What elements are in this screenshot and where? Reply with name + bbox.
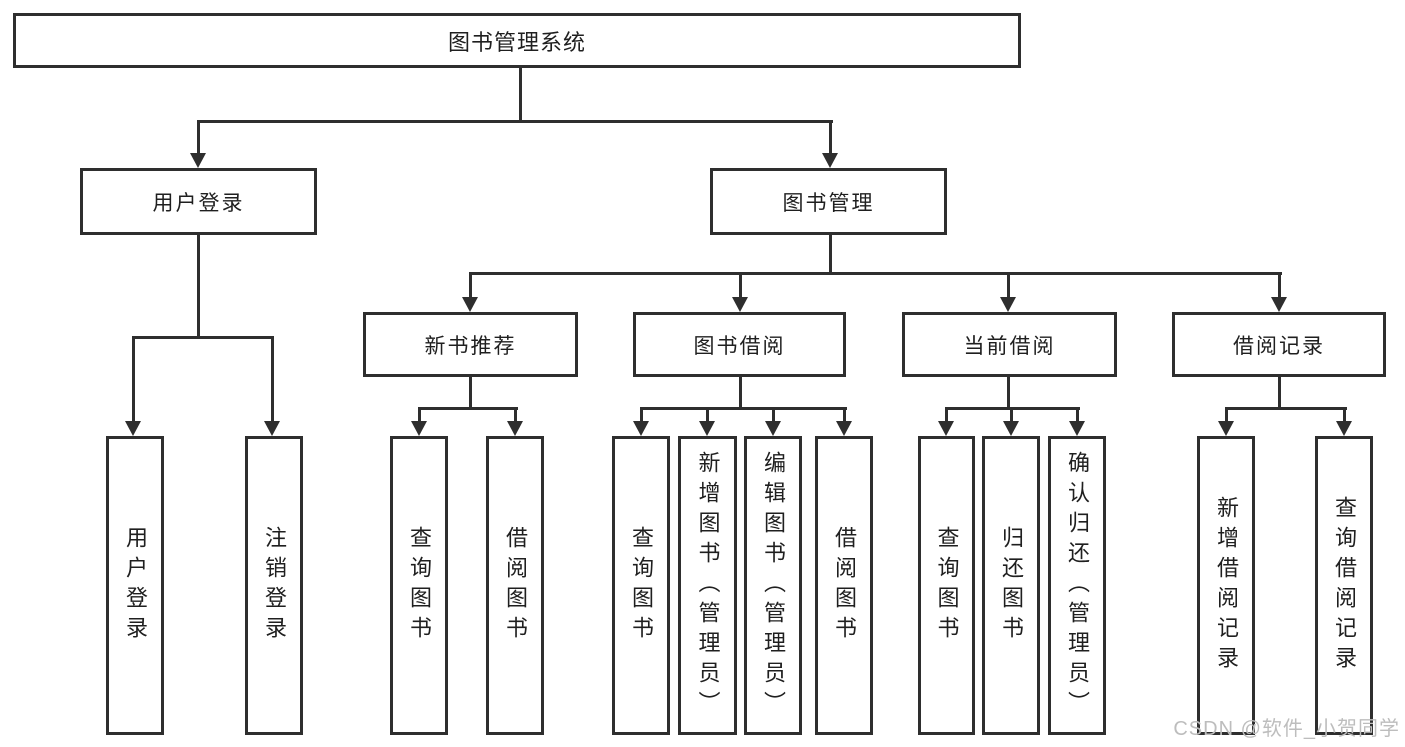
connector-drop (418, 407, 421, 422)
arrow-down (462, 297, 478, 312)
leaf-logout-label: 注销登录 (262, 525, 287, 646)
arrow-down (633, 421, 649, 436)
connector-drop (843, 407, 846, 422)
arrow-down (1218, 421, 1234, 436)
leaf-query-borrow-record: 查询借阅记录 (1315, 436, 1373, 735)
node-root-label: 图书管理系统 (447, 29, 586, 55)
node-book-borrowing: 图书借阅 (633, 312, 846, 377)
node-user-login-label: 用户登录 (152, 191, 245, 215)
connector-drop (1278, 272, 1281, 298)
connector-book-borrowing-bar (640, 407, 847, 410)
arrow-down (938, 421, 954, 436)
leaf-add-borrow-record: 新增借阅记录 (1197, 436, 1255, 735)
connector-book-borrowing-stem (739, 377, 742, 407)
arrow-down (699, 421, 715, 436)
connector-drop (1225, 407, 1228, 422)
leaf-query-books-1-label: 查询图书 (407, 525, 432, 646)
connector-drop (829, 120, 832, 154)
leaf-query-books-3-label: 查询图书 (934, 525, 960, 646)
leaf-query-books-3: 查询图书 (918, 436, 975, 735)
node-borrow-records-label: 借阅记录 (1233, 334, 1325, 358)
leaf-user-login-label: 用户登录 (123, 525, 148, 646)
connector-drop (132, 336, 135, 422)
node-borrow-records: 借阅记录 (1172, 312, 1386, 377)
node-book-borrowing-label: 图书借阅 (693, 334, 786, 358)
arrow-down (411, 421, 427, 436)
leaf-confirm-return-admin-label: 确认归还（管理员） (1065, 450, 1090, 721)
node-current-borrowing-label: 当前借阅 (963, 334, 1056, 358)
leaf-user-login: 用户登录 (106, 436, 164, 735)
connector-user-login-stem (197, 235, 200, 336)
connector-drop (945, 407, 948, 422)
connector-book-management-stem (829, 235, 832, 272)
connector-root-stem (519, 68, 522, 120)
leaf-add-borrow-record-label: 新增借阅记录 (1214, 495, 1239, 676)
arrow-down (836, 421, 852, 436)
node-root: 图书管理系统 (13, 13, 1021, 68)
node-new-book-recommend-label: 新书推荐 (424, 334, 517, 358)
connector-drop (514, 407, 517, 422)
leaf-borrow-books-1-label: 借阅图书 (503, 525, 528, 646)
leaf-edit-books-admin: 编辑图书（管理员） (744, 436, 802, 735)
leaf-borrow-books-2-label: 借阅图书 (832, 525, 857, 646)
connector-drop (271, 336, 274, 422)
arrow-down (190, 153, 206, 168)
arrow-down (1069, 421, 1085, 436)
leaf-return-books: 归还图书 (982, 436, 1040, 735)
node-new-book-recommend: 新书推荐 (363, 312, 578, 377)
connector-drop (1010, 407, 1013, 422)
connector-drop (1343, 407, 1346, 422)
node-book-management: 图书管理 (710, 168, 947, 235)
leaf-borrow-books-2: 借阅图书 (815, 436, 873, 735)
leaf-query-books-2: 查询图书 (612, 436, 670, 735)
arrow-down (507, 421, 523, 436)
connector-drop (469, 272, 472, 298)
connector-current-borrowing-stem (1007, 377, 1010, 407)
connector-drop (739, 272, 742, 298)
node-book-management-label: 图书管理 (782, 191, 875, 215)
connector-book-management-bar (469, 272, 1282, 275)
leaf-add-books-admin: 新增图书（管理员） (678, 436, 737, 735)
arrow-down (264, 421, 280, 436)
arrow-down (1003, 421, 1019, 436)
connector-drop (640, 407, 643, 422)
connector-new-book-stem (469, 377, 472, 407)
connector-drop (772, 407, 775, 422)
leaf-borrow-books-1: 借阅图书 (486, 436, 544, 735)
node-user-login: 用户登录 (80, 168, 317, 235)
leaf-query-borrow-record-label: 查询借阅记录 (1332, 495, 1357, 676)
connector-drop (1007, 272, 1010, 298)
arrow-down (765, 421, 781, 436)
arrow-down (732, 297, 748, 312)
leaf-query-books-1: 查询图书 (390, 436, 448, 735)
connector-root-bar (197, 120, 833, 123)
leaf-return-books-label: 归还图书 (999, 525, 1024, 646)
leaf-edit-books-admin-label: 编辑图书（管理员） (761, 450, 786, 721)
leaf-confirm-return-admin: 确认归还（管理员） (1048, 436, 1106, 735)
arrow-down (1271, 297, 1287, 312)
arrow-down (125, 421, 141, 436)
connector-new-book-bar (418, 407, 518, 410)
node-current-borrowing: 当前借阅 (902, 312, 1117, 377)
leaf-add-books-admin-label: 新增图书（管理员） (695, 450, 721, 721)
arrow-down (1336, 421, 1352, 436)
connector-user-login-bar (132, 336, 274, 339)
arrow-down (822, 153, 838, 168)
arrow-down (1000, 297, 1016, 312)
connector-borrow-records-stem (1278, 377, 1281, 407)
connector-drop (197, 120, 200, 154)
connector-borrow-records-bar (1225, 407, 1347, 410)
watermark-text: CSDN @软件_小贺同学 (1173, 718, 1400, 740)
connector-drop (706, 407, 709, 422)
connector-drop (1076, 407, 1079, 422)
leaf-query-books-2-label: 查询图书 (629, 525, 654, 646)
leaf-logout: 注销登录 (245, 436, 303, 735)
